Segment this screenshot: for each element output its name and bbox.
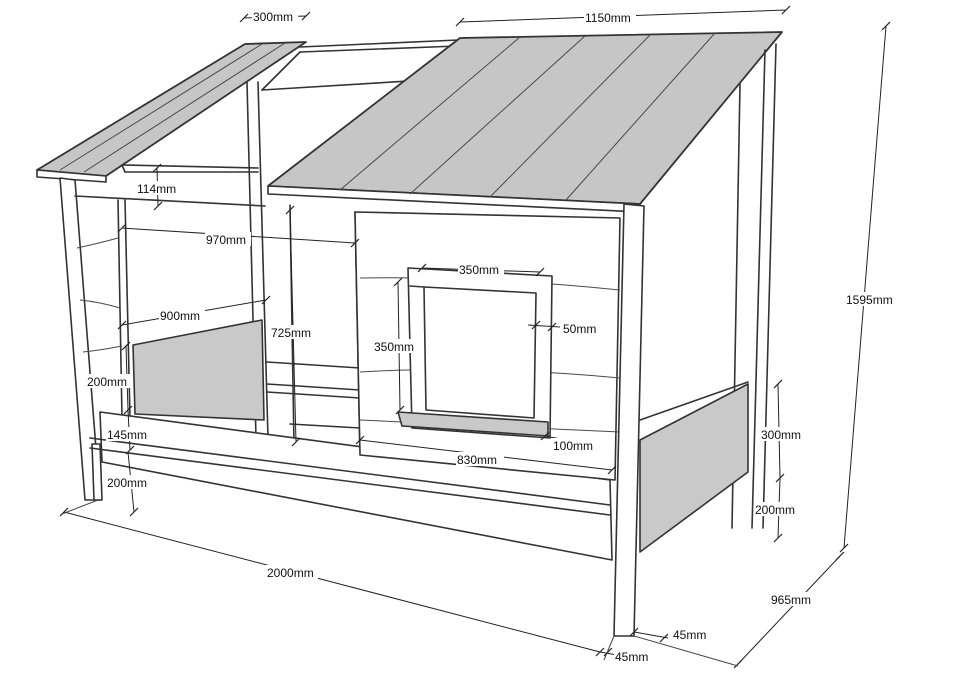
dim-window-width: 350mm [459,263,499,277]
dim-roof-large-width: 1150mm [585,11,631,25]
dimension-labels: 300mm 1150mm 1595mm 114mm 970mm 350mm 50… [86,9,897,664]
dim-sill-100: 100mm [553,439,593,453]
dim-leg-height-right: 200mm [755,503,795,517]
dim-headboard-height-left: 200mm [87,375,127,389]
left-roof-panel [36,41,307,183]
dim-total-width: 965mm [771,593,811,607]
dim-post-45-lower: 45mm [615,650,648,664]
dim-window-height: 350mm [374,340,414,354]
right-roof-panel [267,31,783,213]
window-frame [397,267,553,439]
dim-headboard-height-right: 300mm [761,428,801,442]
dim-gap-114: 114mm [137,182,176,196]
dim-wall-height: 725mm [271,326,311,340]
dim-roof-small-width: 300mm [253,10,293,24]
dim-leg-height-left: 200mm [107,476,147,490]
dim-post-45-upper: 45mm [673,628,706,642]
dim-window-frame: 50mm [563,322,596,336]
dim-rail-145: 145mm [107,428,147,442]
left-end-frame [59,164,266,501]
dim-inner-length: 970mm [206,233,246,247]
dim-total-height: 1595mm [846,293,893,307]
head-end-frame [613,43,777,637]
dim-front-opening-width: 900mm [160,309,200,323]
dim-total-length: 2000mm [267,566,314,580]
left-wall-planks [76,237,123,353]
dim-wall-830: 830mm [457,453,497,467]
